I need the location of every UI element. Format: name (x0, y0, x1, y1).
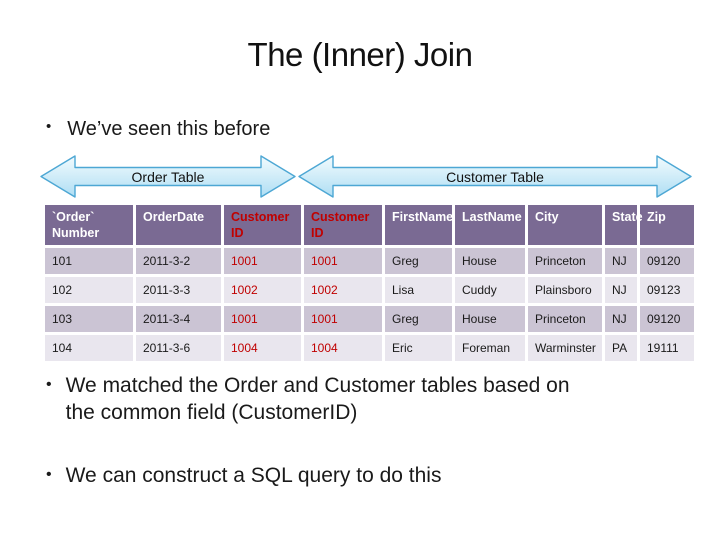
table-cell: 2011-3-4 (136, 306, 221, 333)
column-header: FirstName (385, 205, 453, 246)
column-header: `Order` Number (45, 205, 133, 246)
column-header: LastName (455, 205, 525, 246)
table-cell: 09120 (640, 248, 694, 275)
bullet-seen-before: • We’ve seen this before (46, 116, 686, 142)
table-cell: 1004 (224, 335, 301, 362)
table-cell: Plainsboro (528, 277, 602, 304)
table-cell: Warminster (528, 335, 602, 362)
customer-table-banner-label: Customer Table (446, 168, 544, 185)
table-cell: 1001 (224, 248, 301, 275)
slide-title: The (Inner) Join (247, 36, 473, 73)
table-cell: Cuddy (455, 277, 525, 304)
order-table-banner: Order Table (40, 154, 296, 199)
table-cell: NJ (605, 248, 637, 275)
bullet-dot: • (46, 118, 52, 135)
table-cell: 19111 (640, 335, 694, 362)
table-cell: 1001 (304, 306, 382, 333)
left-right-arrow-icon (298, 155, 692, 198)
bullet-sql-query-text: We can construct a SQL query to do this (65, 464, 442, 487)
table-cell: 1004 (304, 335, 382, 362)
left-right-arrow-icon (40, 155, 296, 198)
table-cell: 2011-3-6 (136, 335, 221, 362)
column-header: State (605, 205, 643, 246)
column-header: Zip (640, 205, 694, 246)
table-cell: 1002 (224, 277, 301, 304)
bullet-seen-before-text: We’ve seen this before (67, 118, 271, 140)
table-cell: Lisa (385, 277, 452, 304)
column-header: OrderDate (136, 205, 221, 246)
table-cell: Eric (385, 335, 452, 362)
table-cell: 103 (45, 306, 133, 333)
bullet-dot: • (46, 376, 52, 393)
table-cell: 09123 (640, 277, 694, 304)
table-cell: Greg (385, 248, 452, 275)
table-cell: 1001 (304, 248, 382, 275)
customer-table-banner: Customer Table (298, 154, 692, 199)
bullet-matched-tables: • We matched the Order and Customer tabl… (46, 372, 696, 427)
column-header: City (528, 205, 602, 246)
bullet-dot: • (46, 466, 52, 483)
column-header: Customer ID (224, 205, 301, 246)
bullet-sql-query: • We can construct a SQL query to do thi… (46, 462, 696, 489)
order-table-banner-label: Order Table (131, 168, 205, 185)
table-cell: 2011-3-2 (136, 248, 221, 275)
table-cell: 101 (45, 248, 133, 275)
bullet-matched-tables-text: We matched the Order and Customer tables… (65, 374, 570, 425)
table-cell: 1002 (304, 277, 382, 304)
table-cell: PA (605, 335, 637, 362)
table-cell: 104 (45, 335, 133, 362)
table-cell: Princeton (528, 306, 602, 333)
table-cell: 1001 (224, 306, 301, 333)
column-header: Customer ID (304, 205, 382, 246)
table-cell: House (455, 306, 525, 333)
table-cell: NJ (605, 306, 637, 333)
table-cell: Princeton (528, 248, 602, 275)
table-cell: NJ (605, 277, 637, 304)
table-cell: 09120 (640, 306, 694, 333)
table-cell: Foreman (455, 335, 525, 362)
table-cell: 2011-3-3 (136, 277, 221, 304)
table-cell: Greg (385, 306, 452, 333)
table-cell: House (455, 248, 525, 275)
table-cell: 102 (45, 277, 133, 304)
